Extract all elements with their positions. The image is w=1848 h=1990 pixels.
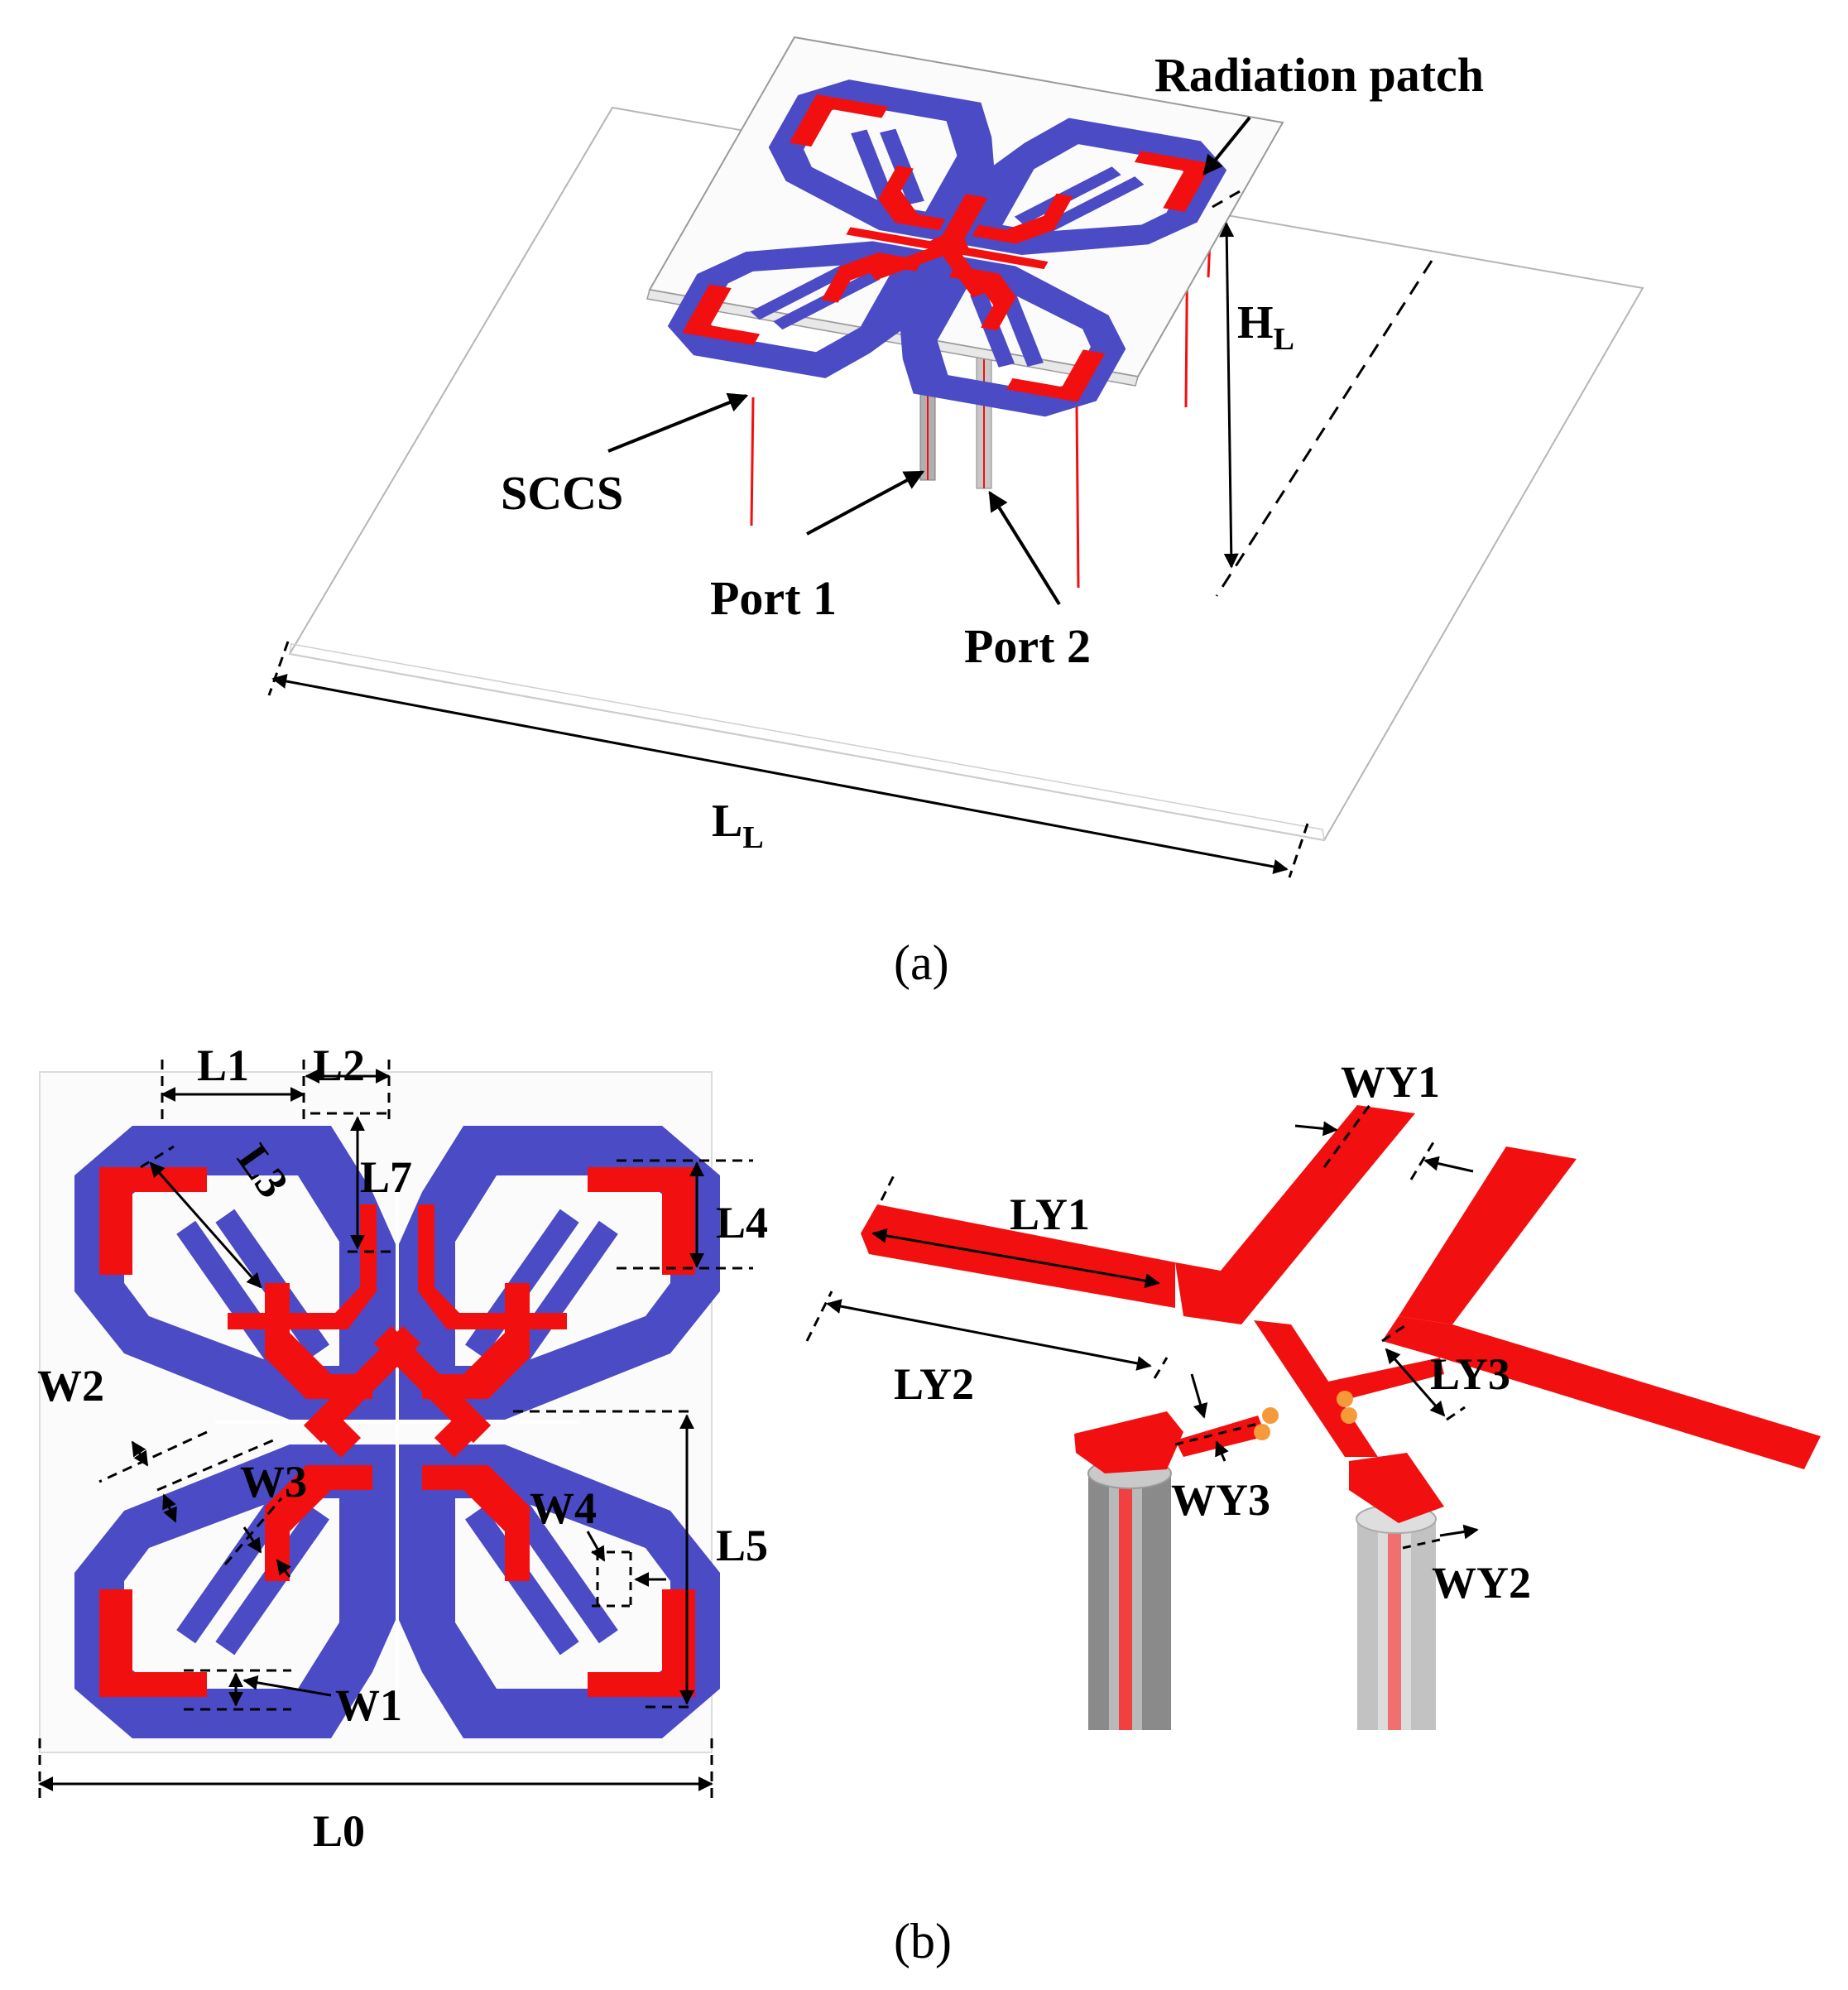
label-w2: W2 xyxy=(37,1361,104,1411)
panel-b-feed-detail: WY1 LY1 LY2 LY3 WY3 WY2 xyxy=(805,1057,1821,1730)
label-l2: L2 xyxy=(313,1041,365,1090)
label-hl-main: H xyxy=(1237,297,1274,348)
label-wy2: WY2 xyxy=(1432,1558,1531,1608)
pointer-arrows xyxy=(607,116,1251,606)
label-w4: W4 xyxy=(530,1483,597,1533)
dim-ll xyxy=(267,641,1309,878)
label-sccs: SCCS xyxy=(501,466,623,520)
label-w3: W3 xyxy=(240,1457,307,1507)
dim-hl xyxy=(1212,189,1433,597)
label-w1: W1 xyxy=(335,1680,402,1730)
label-radiation-patch: Radiation patch xyxy=(1154,48,1484,102)
label-l7: L7 xyxy=(360,1152,412,1202)
label-l4: L4 xyxy=(716,1198,768,1247)
label-hl: HL xyxy=(1237,297,1294,357)
panel-b-top-view: L1 L2 L7 L3 L4 W2 W3 W4 L5 W1 L0 xyxy=(37,1041,768,1856)
label-wy3: WY3 xyxy=(1171,1475,1270,1525)
label-wy1: WY1 xyxy=(1341,1057,1440,1107)
coax-probes xyxy=(1087,1458,1437,1730)
y-feed-detail xyxy=(861,1105,1821,1523)
label-port1: Port 1 xyxy=(710,571,837,625)
caption-b: (b) xyxy=(894,1914,952,1968)
label-l5: L5 xyxy=(716,1521,768,1570)
dims-top-view xyxy=(38,1060,753,1805)
caption-a: (a) xyxy=(894,935,949,990)
label-ll: LL xyxy=(712,796,764,855)
label-ll-main: L xyxy=(712,796,742,847)
label-port2: Port 2 xyxy=(964,619,1091,673)
label-l0: L0 xyxy=(313,1806,365,1856)
label-ly1: LY1 xyxy=(1010,1190,1090,1239)
label-hl-sub: L xyxy=(1274,322,1294,357)
dims-feed-detail xyxy=(805,1104,1479,1550)
label-ly3: LY3 xyxy=(1430,1349,1510,1399)
label-ly2: LY2 xyxy=(894,1359,974,1409)
label-ll-sub: L xyxy=(742,820,763,855)
label-l1: L1 xyxy=(197,1041,249,1090)
panel-a: Radiation patch HL SCCS Port 1 Port 2 LL… xyxy=(267,36,1644,990)
radiation-patch-3d xyxy=(655,72,1240,424)
